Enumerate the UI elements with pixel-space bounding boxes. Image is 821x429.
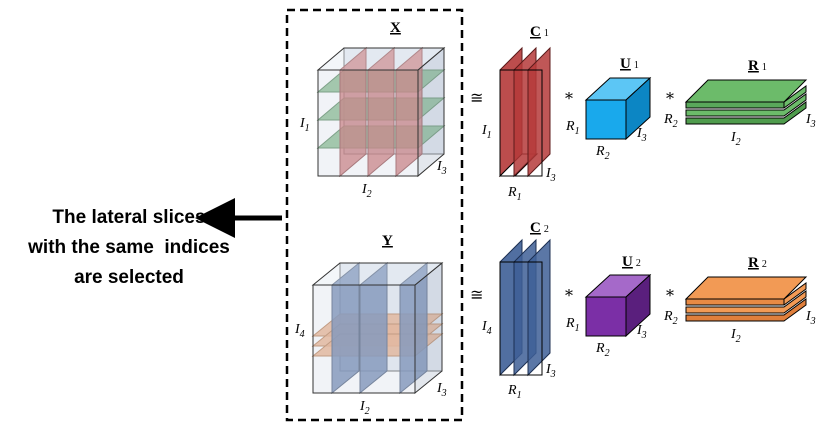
c1-dim-i3: I3 xyxy=(545,166,556,184)
c2-dim-r1: R1 xyxy=(507,383,522,401)
c1-dim-i1: I1 xyxy=(481,123,492,141)
tensor-group-box xyxy=(285,8,464,422)
tensor-r2-slabs xyxy=(684,276,808,322)
r2-dim-r2: R2 xyxy=(663,309,678,327)
caption-line-2: with the same indices xyxy=(28,237,230,258)
tensor-x-cube xyxy=(316,46,446,178)
u2-dim-r1: R1 xyxy=(565,316,580,334)
u1-dim-i3: I3 xyxy=(636,126,647,144)
r1-dim-i3: I3 xyxy=(805,112,816,130)
selection-caption: The lateral slices with the same indices… xyxy=(4,203,254,293)
times-symbol-3: * xyxy=(565,286,573,305)
y-dim-i4: I4 xyxy=(294,322,305,340)
x-dim-i3: I3 xyxy=(436,159,447,177)
c1-dim-r1: R1 xyxy=(507,185,522,203)
u2-dim-r2: R2 xyxy=(595,341,610,359)
y-dim-i3: I3 xyxy=(436,381,447,399)
tensor-u2-cube xyxy=(584,273,652,338)
times-symbol-2: * xyxy=(666,89,674,108)
u2-dim-i3: I3 xyxy=(636,323,647,341)
c2-dim-i4: I4 xyxy=(481,319,492,337)
tensor-c2 xyxy=(499,238,551,377)
tensor-u1-cube xyxy=(584,76,652,141)
tensor-y-cube xyxy=(311,261,444,395)
caption-line-1: The lateral slices xyxy=(52,207,206,228)
r2-dim-i3: I3 xyxy=(805,309,816,327)
u1-dim-r1: R1 xyxy=(565,119,580,137)
tensor-c1 xyxy=(498,46,551,178)
x-dim-i1: I1 xyxy=(299,116,310,134)
tensor-x-label: X xyxy=(390,20,401,36)
r2-dim-i2: I2 xyxy=(730,327,741,345)
times-symbol-1: * xyxy=(565,89,573,108)
approx-symbol-top: ≅ xyxy=(470,88,483,107)
caption-line-3: are selected xyxy=(74,267,184,288)
times-symbol-4: * xyxy=(666,286,674,305)
tensor-y-label: Y xyxy=(382,233,393,249)
r1-dim-i2: I2 xyxy=(730,130,741,148)
u1-dim-r2: R2 xyxy=(595,144,610,162)
c2-dim-i3: I3 xyxy=(545,362,556,380)
tensor-r1-slabs xyxy=(684,79,808,125)
y-dim-i2: I2 xyxy=(359,399,370,417)
x-dim-i2: I2 xyxy=(361,182,372,200)
r1-dim-r2: R2 xyxy=(663,112,678,130)
approx-symbol-bottom: ≅ xyxy=(470,285,483,304)
